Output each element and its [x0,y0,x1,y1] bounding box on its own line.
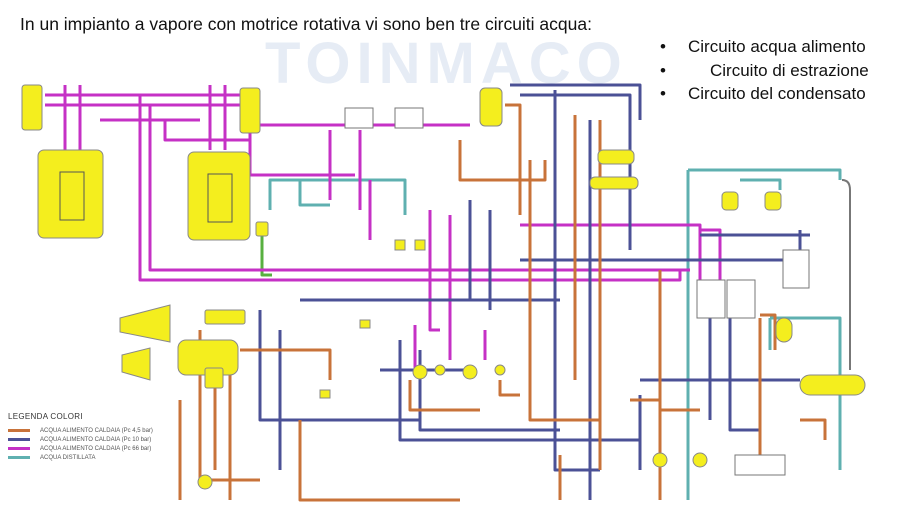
legend-label: ACQUA ALIMENTO CALDAIA (Pc 66 bar) [40,445,152,452]
legend-item: ACQUA ALIMENTO CALDAIA (Pc 10 bar) [8,435,153,444]
green-pipe [260,235,272,277]
boiler-left [37,149,104,239]
circuit-list: Circuito acqua alimento Circuito di estr… [660,37,869,108]
color-legend: LEGENDA COLORI ACQUA ALIMENTO CALDAIA (P… [8,412,153,462]
legend-swatch [8,438,30,441]
bullet-feed-water: Circuito acqua alimento [660,37,869,61]
legend-swatch [8,456,30,459]
legend-label: ACQUA DISTILLATA [40,454,96,461]
heater-left [21,84,43,131]
bullet-condensate: Circuito del condensato [660,84,869,108]
legend-swatch [8,447,30,450]
legend-swatch [8,429,30,432]
heat-exchanger-2 [589,176,639,190]
legend-item: ACQUA ALIMENTO CALDAIA (Pc 66 bar) [8,444,153,453]
slide-title: In un impianto a vapore con motrice rota… [20,14,592,34]
low-pressure-pipes [178,103,827,502]
high-pressure-pipes [45,85,722,370]
legend-title: LEGENDA COLORI [8,412,83,421]
tank-boxes [344,107,851,476]
heat-exchanger-1 [597,149,635,165]
accumulator [775,317,793,343]
turbine-top [119,304,171,343]
turbine-bottom [121,347,151,381]
legend-label: ACQUA ALIMENTO CALDAIA (Pc 4,5 bar) [40,427,153,434]
boiler-right [187,151,251,241]
legend-item: ACQUA ALIMENTO CALDAIA (Pc 4,5 bar) [8,426,153,435]
heater-right [239,87,261,134]
components [21,84,866,490]
tank-right [799,374,866,396]
bullet-extraction: Circuito di estrazione [660,61,869,85]
deaerator [479,87,503,127]
legend-label: ACQUA ALIMENTO CALDAIA (Pc 10 bar) [40,436,152,443]
legend-item: ACQUA DISTILLATA [8,453,153,462]
